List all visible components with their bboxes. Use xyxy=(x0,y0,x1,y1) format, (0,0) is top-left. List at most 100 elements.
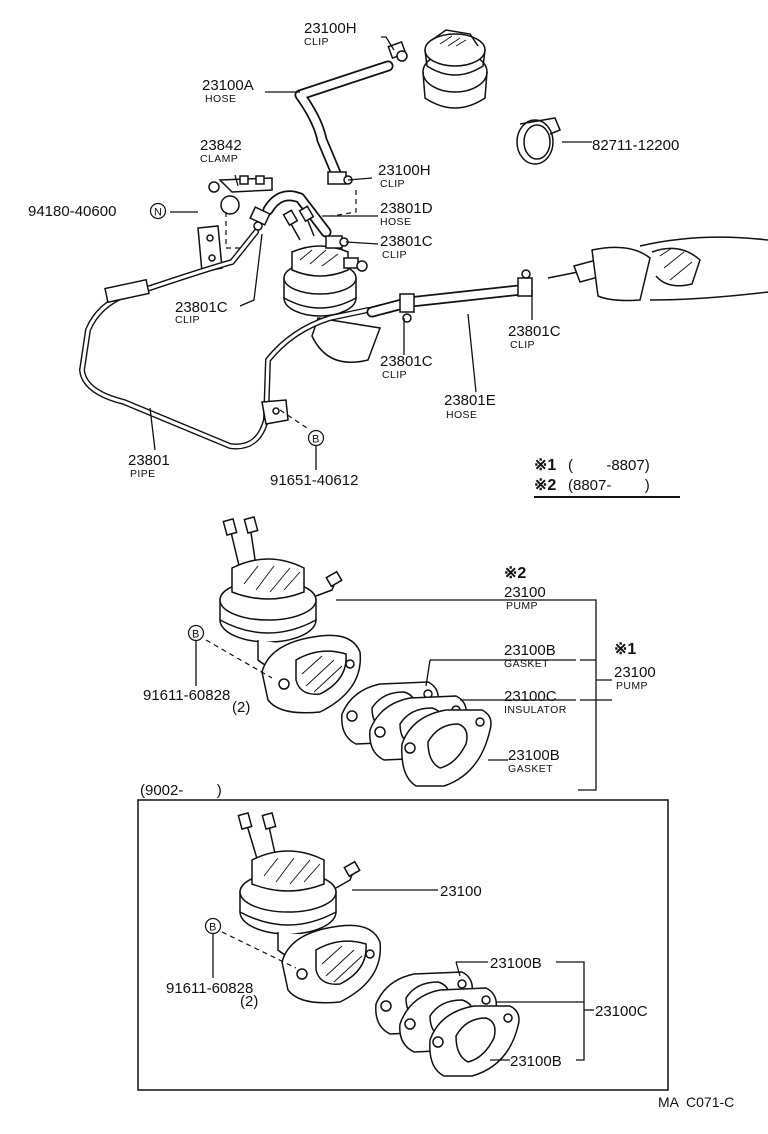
part-name: GASKET xyxy=(504,658,549,670)
part-number: 91651-40612 xyxy=(270,472,358,489)
lower-insulator-part-number: 23100C xyxy=(595,1003,648,1020)
callout-insulator: 23100C INSULATOR xyxy=(504,688,567,716)
lower-gasket-b-part-number: 23100B xyxy=(510,1053,562,1070)
part-name: HOSE xyxy=(380,216,411,228)
callout-23100h-mid: 23100H CLIP xyxy=(378,162,431,190)
quantity: (2) xyxy=(232,699,250,716)
legend-range-1: ( -8807) xyxy=(568,457,650,474)
part-number: 23801C xyxy=(175,299,228,316)
part-name: CLIP xyxy=(380,178,405,190)
callout-23801c-upper: 23801C CLIP xyxy=(380,233,433,261)
legend: ※1 ( -8807) ※2 (8807- ) xyxy=(534,457,680,498)
marker-b-icon xyxy=(307,429,325,447)
legend-mark-1: ※1 xyxy=(534,457,556,474)
mark-1: ※1 xyxy=(614,641,636,658)
pump2-leader xyxy=(336,599,597,791)
callout-82711-12200: 82711-12200 xyxy=(592,137,679,154)
callout-23100a: 23100A HOSE xyxy=(202,77,254,105)
legend-range-2: (8807- ) xyxy=(568,477,650,494)
clamp-bracket-icon xyxy=(208,175,273,215)
part-number: 23801C xyxy=(508,323,561,340)
callout-23842: 23842 CLAMP xyxy=(200,137,242,165)
bolt-leader-dashed xyxy=(221,931,297,969)
callout-23100h-top: 23100H CLIP xyxy=(304,20,357,48)
lower-gasket-a-part-number: 23100B xyxy=(490,955,542,972)
callout-gasket-b: 23100B GASKET xyxy=(508,747,560,775)
part-name: CLIP xyxy=(304,36,329,48)
callout-23801d: 23801D HOSE xyxy=(380,200,433,228)
marker-b-icon xyxy=(187,624,205,642)
part-name: PIPE xyxy=(130,468,156,480)
gasket-icon xyxy=(429,1005,520,1077)
part-number: 23100C xyxy=(504,688,557,705)
part-number: 23100 xyxy=(614,664,656,681)
callout-23801e: 23801E HOSE xyxy=(444,392,496,421)
part-number: 23100B xyxy=(504,642,556,659)
part-name: CLIP xyxy=(382,369,407,381)
part-name: INSULATOR xyxy=(504,704,567,716)
callout-23801: 23801 PIPE xyxy=(128,452,170,480)
marker-b-letter: B xyxy=(209,922,216,934)
fuel-pump-icon xyxy=(219,516,343,670)
part-number: 23801 xyxy=(128,452,170,469)
part-name: CLIP xyxy=(175,314,200,326)
pump-flange-icon xyxy=(281,924,382,1004)
top-assembly-drawing xyxy=(79,29,768,470)
fuel-pump-icon xyxy=(237,812,361,960)
lower-box-frame xyxy=(137,799,669,1091)
callout-pump-mark1: ※1 23100 PUMP xyxy=(614,641,656,692)
gasket-a-leader-tick xyxy=(455,961,461,977)
part-name: CLIP xyxy=(382,249,407,261)
range-label: (9002- ) xyxy=(140,782,222,799)
lower-pump-part-number: 23100 xyxy=(440,883,482,900)
callout-23801c-left: 23801C CLIP xyxy=(175,299,228,326)
pump-flange-icon xyxy=(261,634,362,714)
part-number: 94180-40600 xyxy=(28,203,116,220)
part-name: PUMP xyxy=(616,680,648,692)
part-number: 23801C xyxy=(380,233,433,250)
clip-icon xyxy=(325,235,349,249)
diagram-code: MA C071-C xyxy=(658,1094,734,1110)
bracket-right xyxy=(556,961,585,1061)
clip-icon xyxy=(517,269,533,297)
callout-94180-40600: 94180-40600 N xyxy=(28,202,167,220)
pipe-bracket-icon xyxy=(261,399,289,425)
part-number: 23801C xyxy=(380,353,433,370)
marker-b-icon xyxy=(204,917,222,935)
clip-icon xyxy=(387,41,408,62)
part-number: 91611-60828 xyxy=(166,980,253,997)
part-number: 23100H xyxy=(378,162,431,179)
part-number: 23842 xyxy=(200,137,242,154)
part-number: 23801E xyxy=(444,392,496,409)
part-name: HOSE xyxy=(446,409,477,421)
callout-23801c-bottom: 23801C CLIP xyxy=(380,353,433,381)
marker-b-letter: B xyxy=(192,629,199,641)
filler-neck-icon xyxy=(422,29,488,109)
callout-bolt-lower: 91611-60828 (2) xyxy=(166,980,258,1010)
part-number: 82711-12200 xyxy=(592,137,679,154)
gasket-icon xyxy=(401,709,492,787)
part-name: CLIP xyxy=(510,339,535,351)
marker-b-letter: B xyxy=(312,434,319,446)
fuel-filter-icon xyxy=(547,236,768,302)
marker-n-letter: N xyxy=(154,207,162,219)
part-number: 23100B xyxy=(508,747,560,764)
part-number: 23100 xyxy=(504,584,546,601)
clip-icon xyxy=(249,206,271,231)
part-name: CLAMP xyxy=(200,153,238,165)
callout-pump-mark2: ※2 23100 PUMP xyxy=(504,565,546,612)
clip-icon xyxy=(399,293,415,323)
middle-assembly-drawing: B xyxy=(187,516,612,791)
part-number: 23100H xyxy=(304,20,357,37)
callout-91651-40612: B 91651-40612 xyxy=(270,429,358,489)
fuel-pump-icon xyxy=(282,205,382,364)
pipe-sleeve-icon xyxy=(104,278,150,304)
part-name: HOSE xyxy=(205,93,236,105)
callout-23801c-right: 23801C CLIP xyxy=(508,323,561,351)
marker-n-icon xyxy=(149,202,167,220)
part-name: PUMP xyxy=(506,600,538,612)
callout-gasket-a: 23100B GASKET xyxy=(504,642,556,670)
bolt-leader-dashed xyxy=(205,639,273,679)
legend-mark-2: ※2 xyxy=(534,477,556,494)
